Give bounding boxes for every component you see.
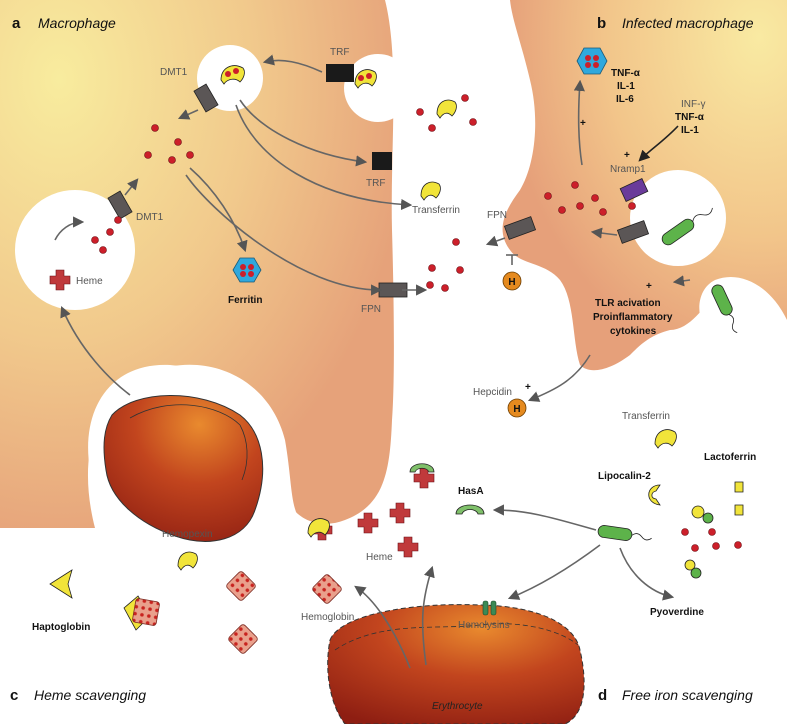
hasa-heme (409, 463, 435, 473)
label-tlr-3: cytokines (610, 326, 657, 337)
bacterium-free (597, 525, 652, 541)
label-haptoglobin: Haptoglobin (32, 622, 90, 633)
arrows (54, 54, 691, 669)
label-dmt1-top: DMT1 (160, 67, 188, 78)
panel-c-title: Heme scavenging (34, 687, 146, 703)
plus-2: + (624, 150, 630, 161)
plus-4: + (525, 382, 531, 393)
vesicle-heme (15, 190, 135, 310)
ferritin-hexagon-b (576, 47, 608, 75)
panel-c-letter: c (10, 687, 18, 704)
heme-cross-a (49, 269, 71, 291)
panel-a-letter: a (12, 15, 21, 32)
endosome-trf-membrane (344, 54, 412, 122)
label-hemolysins: Hemolysins (458, 620, 510, 631)
ferritin-hexagon (232, 257, 262, 283)
label-cytokine-2a: TNF-α (675, 112, 705, 123)
plus-1: + (580, 118, 586, 129)
label-hemoglobin: Hemoglobin (301, 612, 354, 623)
fpn-b (503, 216, 537, 240)
label-cytokine-1a: TNF-α (611, 68, 641, 79)
label-ferritin: Ferritin (228, 295, 262, 306)
nramp1-transporter (619, 178, 649, 202)
label-erythrocyte: Erythrocyte (432, 701, 483, 712)
label-inf-g: INF-γ (681, 99, 705, 110)
label-hepcidin: Hepcidin (473, 387, 512, 398)
panel-b-letter: b (597, 15, 606, 32)
macrophage-cell (0, 0, 394, 528)
dmt1-left (107, 190, 133, 220)
label-nramp1: Nramp1 (610, 164, 646, 175)
haptoglobin-hemoglobin (123, 595, 160, 631)
label-cytokine-1c: IL-6 (616, 94, 634, 105)
bacterium-uptake (711, 284, 738, 334)
label-fpn-b: FPN (487, 210, 507, 221)
label-pyoverdine: Pyoverdine (650, 607, 704, 618)
label-trf-mid: TRF (366, 178, 385, 189)
label-lipocalin2: Lipocalin-2 (598, 471, 651, 482)
hemoglobin-squares (226, 571, 342, 654)
hepcidin-circle-1: H (502, 271, 522, 291)
hepcidin-h2-text: H (513, 404, 520, 415)
label-transferrin-mid: Transferrin (412, 205, 460, 216)
hepcidin-h1-text: H (508, 277, 515, 288)
fpn-b-phagosome (616, 220, 650, 244)
panel-d-letter: d (598, 687, 607, 704)
rbc-phagocytosed (103, 395, 264, 542)
label-transferrin-d: Transferrin (622, 411, 670, 422)
hemopexin-shape (177, 551, 198, 571)
arrows-dark (638, 125, 679, 162)
label-hemopexin: Hemopexin (162, 529, 213, 540)
label-lactoferrin: Lactoferrin (704, 452, 756, 463)
label-tlr-2: Proinflammatory (593, 312, 673, 323)
plus-3: + (646, 281, 652, 292)
hasa-shape (455, 504, 485, 515)
haptoglobin-shape (49, 569, 73, 599)
lactoferrin-shapes (684, 481, 744, 579)
dmt1-top (193, 83, 219, 113)
lipocalin-shape (648, 484, 661, 506)
panel-a-title: Macrophage (38, 15, 116, 31)
label-cytokine-1b: IL-1 (617, 81, 635, 92)
label-heme-c: Heme (366, 552, 393, 563)
transferrin-endosome (220, 65, 245, 85)
panel-b-title: Infected macrophage (622, 15, 754, 31)
panel-d-title: Free iron scavenging (622, 687, 753, 703)
erythrocyte (327, 604, 585, 724)
hemopexin-c (307, 518, 330, 538)
transferrin-d (654, 429, 677, 449)
label-tlr-1: TLR acivation (595, 298, 661, 309)
label-hasa: HasA (458, 486, 484, 497)
label-heme-a: Heme (76, 276, 103, 287)
trf-receptor-top (326, 64, 354, 82)
bacterium-phagosome (661, 207, 713, 246)
iron-dots (91, 94, 742, 552)
label-cytokine-2b: IL-1 (681, 125, 699, 136)
trf-receptor-mid (372, 152, 392, 170)
label-trf-top: TRF (330, 47, 349, 58)
phagosome-bacterium (630, 170, 726, 266)
transferrin-membrane (354, 69, 377, 89)
transferrin-free-1 (436, 99, 457, 119)
hemolysin-pores (482, 600, 497, 616)
transferrin-free-2 (420, 181, 441, 201)
hepcidin-circle-2: H (507, 398, 527, 418)
label-dmt1-left: DMT1 (136, 212, 164, 223)
label-fpn-a: FPN (361, 304, 381, 315)
